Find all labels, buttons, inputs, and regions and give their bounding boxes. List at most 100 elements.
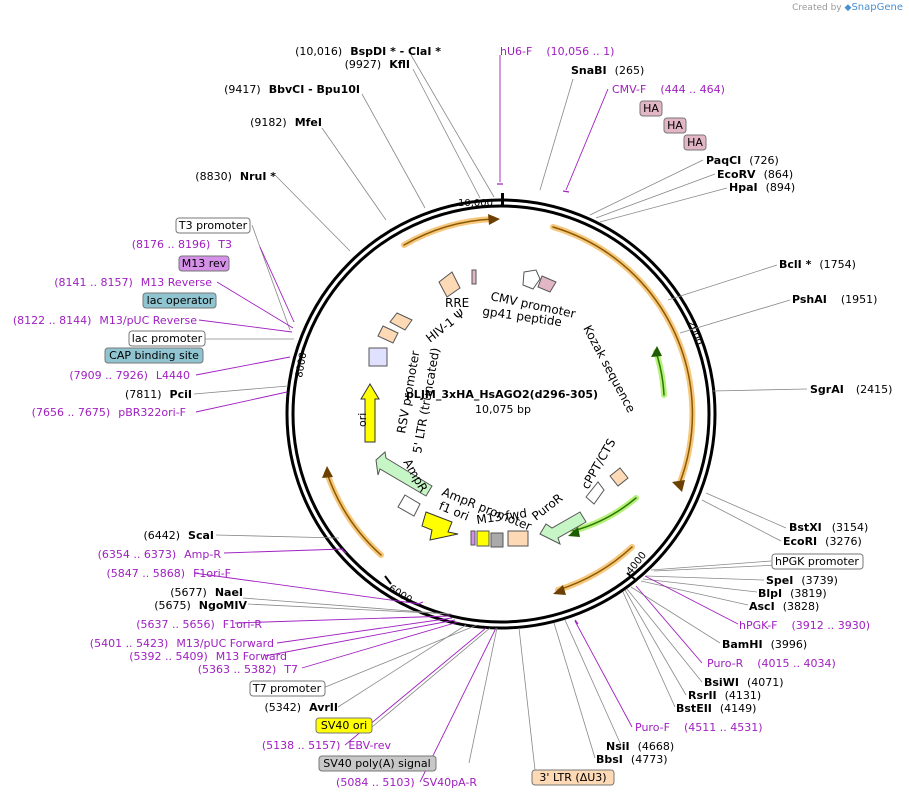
enzyme-snabi: SnaBI (571, 64, 607, 77)
svg-text:AscI(3828): AscI (3828) (749, 600, 819, 613)
tick-label-10000: 10,000 (458, 198, 493, 209)
cap-binding-site-label: CAP binding site (109, 349, 199, 362)
primer-t7-pos: (5363 .. 5382) (198, 663, 277, 676)
svg-text:BstEII(4149): BstEII (4149) (676, 702, 756, 715)
svg-text:BsiWI(4071): BsiWI(4071) (704, 676, 784, 689)
snapgene-logo-icon: ◆ (844, 3, 852, 13)
svg-text:(5392 .. 5409)M13 Forward: (5392 .. 5409)M13 Forward (129, 650, 287, 663)
enzyme-mfei-pos: (9182) (250, 116, 287, 129)
enzyme-bbvci-pos: (9417) (224, 83, 261, 96)
svg-text:PshAI(1951): PshAI (1951) (792, 293, 877, 306)
primer-l4440-pos: (7909 .. 7926) (69, 369, 148, 382)
enzyme-spei: SpeI (766, 574, 793, 587)
enzyme-ecorv-pos: (864) (764, 168, 794, 181)
enzyme-snabi-pos: (265) (615, 64, 645, 77)
snapgene-credit: Created by ◆SnapGene (792, 2, 903, 13)
primer-ebv-rev-pos: (5138 .. 5157) (262, 739, 341, 752)
enzyme-bcli-pos: (1754) (819, 258, 856, 271)
svg-text:BstXI(3154): BstXI(3154) (789, 521, 868, 534)
svg-text:(5677)NaeI: (5677) NaeI (170, 586, 243, 599)
svg-text:(5342)AvrII: (5342)AvrII (265, 701, 338, 714)
primer-m13-reverse: M13 Reverse (141, 276, 212, 289)
svg-text:(5847 .. 5868)F1ori-F: (5847 .. 5868)F1ori-F (107, 567, 232, 580)
primer-pbr322ori-f: pBR322ori-F (118, 406, 186, 419)
svg-text:(7909 .. 7926)L4440: (7909 .. 7926) L4440 (69, 369, 190, 382)
enzyme-bsiwi-pos: (4071) (747, 676, 784, 689)
svg-text:(6442)ScaI: (6442)ScaI (143, 529, 214, 542)
enzyme-bbsi-pos: (4773) (631, 753, 668, 766)
enzyme-pcii-pos: (7811) (125, 388, 162, 401)
enzyme-labels-right: SnaBI (265) PaqCI (726) EcoRV(864) HpaI (89… (571, 64, 892, 766)
enzyme-hpai: HpaI (729, 181, 758, 194)
primer-m13-forward: M13 Forward (216, 650, 287, 663)
svg-text:BbsI(4773): BbsI(4773) (596, 753, 667, 766)
enzyme-sgrai-pos: (2415) (856, 383, 893, 396)
ha-tag-1-label: HA (643, 102, 659, 115)
enzyme-mfei: MfeI (295, 116, 322, 129)
svg-text:RsrII(4131): RsrII(4131) (688, 689, 761, 702)
primer-labels: hU6-F(10,056 .. 1) CMV-F(444 .. 464) hPG… (13, 45, 870, 789)
primer-sv40pa-r: SV40pA-R (423, 776, 478, 789)
primer-t3: T3 (217, 238, 232, 251)
enzyme-blpi: BlpI (758, 587, 782, 600)
enzyme-nrui-pos: (8830) (195, 170, 232, 183)
enzyme-blpi-pos: (3819) (790, 587, 827, 600)
svg-text:(6354 .. 6373)Amp-R: (6354 .. 6373) Amp-R (98, 548, 222, 561)
enzyme-paqci: PaqCI (706, 154, 741, 167)
tick-label-2000: 2000 (685, 319, 704, 347)
svg-text:(10,016)BspDI * - ClaI *: (10,016)BspDI * - ClaI * (295, 45, 441, 58)
svg-text:BamHI(3996): BamHI(3996) (722, 638, 807, 651)
primer-amp-r: Amp-R (184, 548, 221, 561)
svg-text:(5138 .. 5157)EBV-rev: (5138 .. 5157) EBV-rev (262, 739, 392, 752)
svg-text:(7656 .. 7675)pBR322ori-F: (7656 .. 7675)pBR322ori-F (32, 406, 186, 419)
inner-feature-glyphs (360, 269, 629, 548)
enzyme-nrui: NruI * (240, 170, 276, 183)
enzyme-bstxi: BstXI (789, 521, 822, 534)
enzyme-naei: NaeI (215, 586, 243, 599)
enzyme-bsteii: BstEII (676, 702, 712, 715)
enzyme-pshai-pos: (1951) (841, 293, 878, 306)
primer-m13-puc-forward: M13/pUC Forward (176, 637, 274, 650)
enzyme-nsii-pos: (4668) (638, 740, 675, 753)
enzyme-asci: AscI (749, 600, 775, 613)
svg-text:(8830)NruI *: (8830) NruI * (195, 170, 276, 183)
svg-text:CMV-F(444 .. 464): CMV-F(444 .. 464) (612, 83, 725, 96)
enzyme-rsrii-pos: (4131) (725, 689, 762, 702)
primer-puro-r: Puro-R (707, 657, 744, 670)
primer-puro-f: Puro-F (635, 721, 670, 734)
enzyme-bsteii-pos: (4149) (720, 702, 757, 715)
primer-l4440: L4440 (156, 369, 190, 382)
primer-amp-r-pos: (6354 .. 6373) (98, 548, 177, 561)
svg-text:BclI *(1754): BclI * (1754) (779, 258, 856, 271)
plasmid-name: pLJM_3xHA_HsAGO2(d296-305) (406, 388, 598, 401)
svg-text:(5401 .. 5423)M13/pUC Forward: (5401 .. 5423) M13/pUC Forward (90, 637, 274, 650)
enzyme-hpai-pos: (894) (766, 181, 796, 194)
enzyme-kfli-pos: (9927) (345, 58, 382, 71)
primer-ebv-rev: EBV-rev (348, 739, 391, 752)
primer-m13-puc-reverse: M13/pUC Reverse (99, 314, 197, 327)
enzyme-naei-pos: (5677) (170, 586, 207, 599)
primer-puro-r-pos: (4015 .. 4034) (757, 657, 836, 670)
svg-text:EcoRV(864): EcoRV(864) (717, 168, 793, 181)
svg-text:PaqCI(726): PaqCI (726) (706, 154, 779, 167)
svg-text:EcoRI(3276): EcoRI(3276) (783, 535, 862, 548)
svg-text:(5675)NgoMIV: (5675)NgoMIV (154, 599, 247, 612)
ha-tag-2-label: HA (667, 119, 683, 132)
lac-operator-label: lac operator (147, 294, 214, 307)
ori-label: ori (356, 413, 369, 427)
enzyme-paqci-pos: (726) (749, 154, 779, 167)
svg-text:SnaBI(265): SnaBI (265) (571, 64, 644, 77)
sv40-ori-label: SV40 ori (321, 719, 367, 732)
svg-text:(8176 .. 8196)T3: (8176 .. 8196)T3 (132, 238, 232, 251)
primer-hpgk-f: hPGK-F (739, 619, 777, 632)
primer-m13-reverse-pos: (8141 .. 8157) (54, 276, 133, 289)
puror-label: PuroR (529, 491, 565, 524)
enzyme-asci-pos: (3828) (783, 600, 820, 613)
enzyme-pcii: PciI (170, 388, 192, 401)
enzyme-bcli: BclI * (779, 258, 812, 271)
primer-puro-f-pos: (4511 .. 4531) (684, 721, 763, 734)
credit-prefix: Created by (792, 3, 842, 13)
primer-m13-puc-forward-pos: (5401 .. 5423) (90, 637, 169, 650)
ring-arrowheads (322, 214, 685, 595)
enzyme-pshai: PshAI (792, 293, 827, 306)
